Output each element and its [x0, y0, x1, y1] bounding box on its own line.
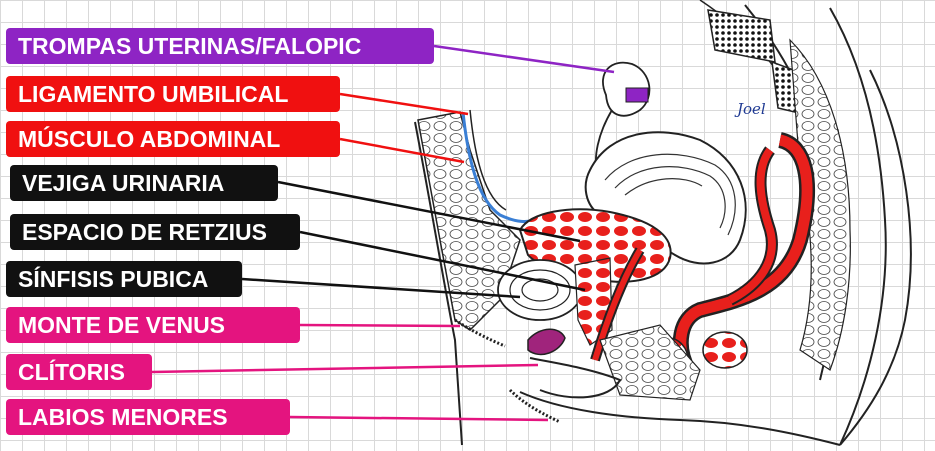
label-monte-de-venus: MONTE DE VENUS: [6, 307, 300, 343]
vertebra-1: [707, 9, 776, 63]
label-labios-menores: LABIOS MENORES: [6, 399, 290, 435]
leader-monte: [299, 323, 461, 328]
anal-sphincter: [702, 331, 748, 369]
mons-pubis-hair: [454, 318, 506, 348]
leader-trompas: [433, 44, 615, 74]
label-vejiga-urinaria: VEJIGA URINARIA: [10, 165, 278, 201]
label-trompas-uterinas: TROMPAS UTERINAS/FALOPIC: [6, 28, 434, 64]
leader-ligamento: [339, 92, 469, 116]
label-espacio-retzius: ESPACIO DE RETZIUS: [10, 214, 300, 250]
sacrum-tissue: [789, 38, 851, 371]
leader-musculo: [339, 137, 465, 164]
label-ligamento-umbilical: LIGAMENTO UMBILICAL: [6, 76, 340, 112]
leader-retzius: [299, 230, 586, 292]
label-musculo-abdominal: MÚSCULO ABDOMINAL: [6, 121, 340, 157]
leader-clitoris: [151, 363, 539, 374]
leader-sinfisis: [241, 277, 521, 299]
label-sinfisis-pubica: SÍNFISIS PUBICA: [6, 261, 242, 297]
fimbriae: [625, 87, 649, 103]
clitoris-body: [527, 328, 566, 356]
leader-labios: [289, 415, 549, 422]
author-signature: Joel: [737, 100, 766, 118]
label-clitoris: CLÍTORIS: [6, 354, 152, 390]
leader-vejiga: [277, 180, 581, 243]
labia-minora: [529, 357, 622, 399]
